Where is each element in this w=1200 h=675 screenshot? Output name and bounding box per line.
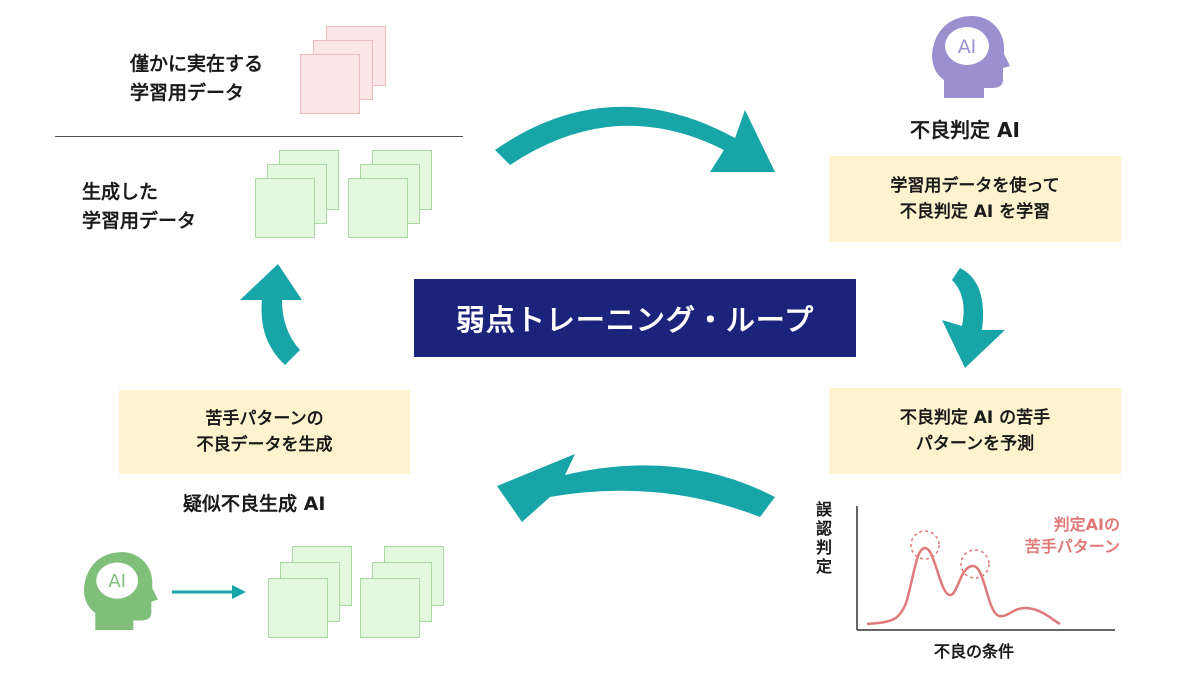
generated-data-stack-2: [348, 150, 438, 250]
output-data-stack-2: [360, 546, 450, 646]
ai-head-text: AI: [958, 36, 977, 58]
model-label: 不良判定 AI: [910, 118, 1020, 142]
arrow-top: [495, 106, 775, 172]
chart-x-label: 不良の条件: [934, 642, 1015, 661]
arrow-right: [942, 268, 1005, 368]
generate-arrow-icon: [172, 585, 246, 599]
generator-label: 疑似不良生成 AI: [183, 493, 326, 515]
weakness-chart: [856, 506, 1115, 631]
generator-head-text: AI: [108, 571, 126, 592]
divider-line: [55, 136, 463, 137]
error-curve: [866, 546, 1061, 626]
arrow-bottom: [497, 454, 775, 522]
output-data-stack-1: [268, 546, 358, 646]
arrow-left: [240, 264, 302, 365]
ai-head-icon: AI: [932, 16, 1010, 98]
chart-y-label: 誤認判定: [816, 500, 833, 576]
generate-step-box: 苦手パターンの 不良データを生成: [119, 390, 410, 474]
predict-step-box: 不良判定 AI の苦手 パターンを予測: [829, 388, 1121, 474]
loop-title: 弱点トレーニング・ループ: [414, 279, 856, 357]
learn-step-box: 学習用データを使って 不良判定 AI を学習: [829, 156, 1121, 242]
weak-point-marker-1: [910, 530, 940, 560]
generated-data-label: 生成した 学習用データ: [82, 181, 197, 232]
real-data-label: 僅かに実在する 学習用データ: [130, 53, 264, 104]
weak-pattern-annotation: 判定AIの 苦手パターン: [1024, 515, 1120, 556]
weak-point-marker-2: [960, 549, 990, 579]
generator-ai-head-icon: AI: [84, 552, 158, 630]
real-data-stack: [300, 26, 390, 121]
generated-data-stack-1: [255, 150, 345, 250]
